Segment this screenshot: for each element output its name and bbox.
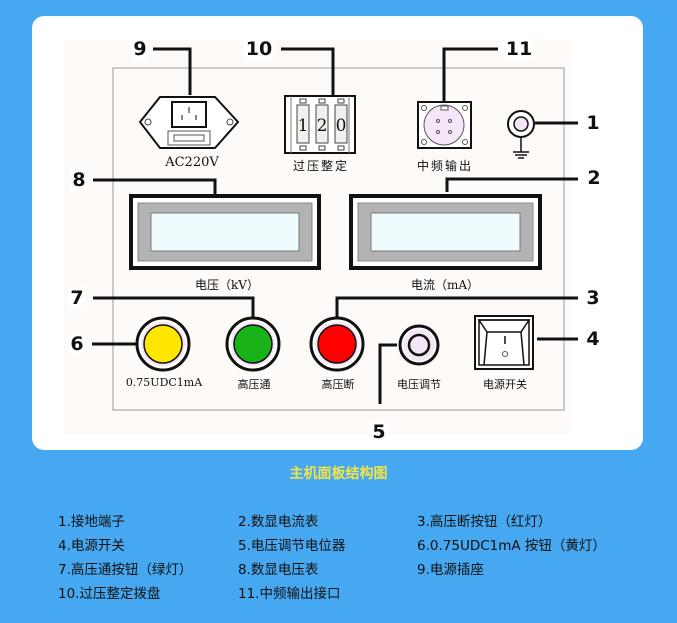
legend-item: 2.数显电流表	[238, 514, 319, 530]
legend-item: 6.0.75UDC1mA 按钮（黄灯）	[417, 538, 606, 554]
voltage-adjust-knob-icon	[398, 324, 440, 366]
legend-item	[417, 584, 657, 604]
yellow-button-label: 0.75UDC1mA	[125, 376, 203, 389]
callout-9: 9	[131, 38, 149, 60]
power-socket-icon	[138, 96, 240, 149]
callout-3: 3	[584, 287, 602, 309]
leader-7	[93, 296, 255, 317]
callout-5: 5	[370, 421, 388, 443]
legend-item: 9.电源插座	[417, 562, 484, 578]
current-meter-label: 电流（mA）	[410, 278, 480, 292]
voltage-meter-display	[129, 194, 321, 270]
leader-5	[378, 343, 397, 404]
leader-8	[93, 178, 217, 194]
red-button-label: 高压断	[321, 378, 355, 391]
power-switch-label: 电源开关	[483, 378, 527, 391]
dial-label: 过压整定	[292, 159, 350, 173]
green-button-label: 高压通	[237, 378, 271, 391]
dial-digit: 1	[298, 116, 309, 136]
legend-item: 1.接地端子	[58, 514, 125, 530]
leader-9	[153, 47, 192, 95]
dial-digit: 2	[317, 116, 328, 136]
ground-terminal-icon	[507, 110, 535, 159]
green-lamp-button	[225, 316, 281, 372]
callout-1: 1	[584, 112, 602, 134]
legend: 1.接地端子 2.数显电流表 3.高压断按钮（红灯） 4.电源开关 5.电压调节…	[58, 512, 657, 604]
if-output-label: 中频输出	[416, 159, 474, 173]
callout-7: 7	[68, 287, 86, 309]
current-meter-display	[349, 194, 542, 270]
legend-item: 8.数显电压表	[238, 562, 319, 578]
callout-11: 11	[503, 38, 535, 60]
legend-item: 7.高压通按钮（绿灯）	[58, 562, 193, 578]
dial-switch-icon	[284, 95, 356, 154]
leader-10	[281, 47, 335, 95]
front-panel	[112, 67, 565, 411]
leader-3	[335, 296, 578, 317]
panel-diagram: 1 2 0	[92, 47, 578, 411]
red-lamp-button	[309, 316, 365, 372]
callout-8: 8	[70, 169, 88, 191]
callout-6: 6	[68, 333, 86, 355]
yellow-lamp-button	[135, 316, 191, 372]
diagram-title: 主机面板结构图	[289, 466, 388, 482]
voltage-adjust-label: 电压调节	[397, 378, 441, 391]
power-socket-label: AC220V	[165, 155, 219, 170]
legend-item: 5.电压调节电位器	[238, 538, 346, 554]
dial-digit: 0	[336, 116, 347, 136]
legend-item: 3.高压断按钮（红灯）	[417, 514, 552, 530]
callout-4: 4	[584, 328, 602, 350]
callout-10: 10	[243, 38, 275, 60]
leader-11	[442, 47, 498, 101]
leader-2	[445, 177, 578, 192]
legend-item: 4.电源开关	[58, 538, 125, 554]
legend-item: 11.中频输出接口	[238, 586, 341, 602]
callout-2: 2	[585, 167, 603, 189]
legend-item: 10.过压整定拨盘	[58, 586, 161, 602]
power-switch-icon	[474, 315, 534, 370]
if-output-connector-icon	[417, 101, 472, 149]
voltage-meter-label: 电压（kV）	[195, 278, 259, 292]
